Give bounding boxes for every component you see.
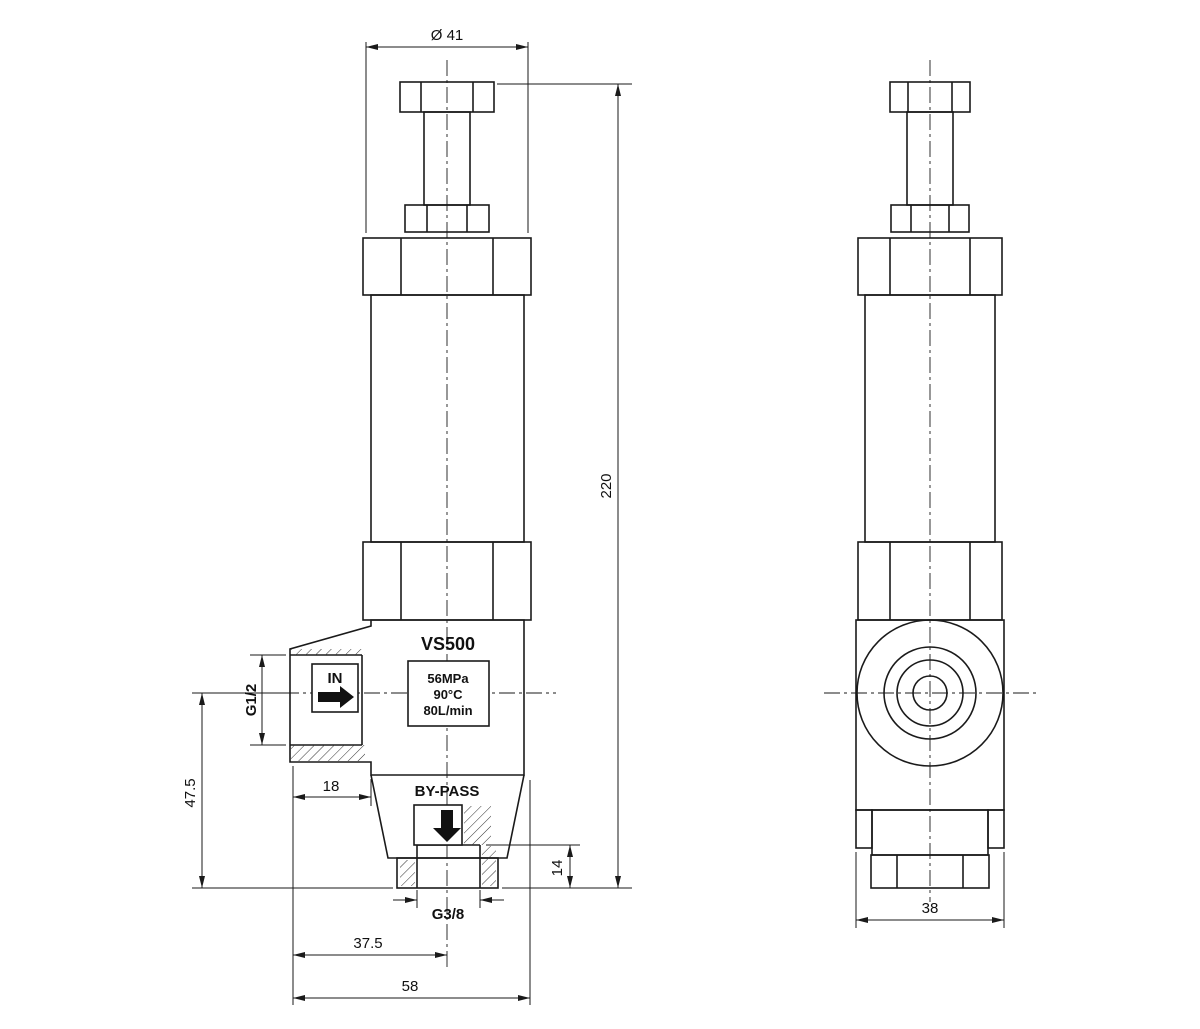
- dim-body-width: 58: [293, 780, 531, 1005]
- side-port-ring-outer: [883, 646, 977, 740]
- side-tab-right: [987, 809, 1005, 849]
- flow-in-arrow-icon: [318, 686, 354, 708]
- front-view: IN VS500 56MPa 90°C 80L/min BY-PASS: [289, 81, 532, 889]
- dim-bypass-thread: G3/8: [393, 890, 504, 923]
- side-outlet-nut: [870, 854, 990, 889]
- dim-bypass-depth: 14: [486, 844, 580, 888]
- spec-temperature: 90°C: [433, 687, 463, 702]
- outlet-nut: [396, 857, 499, 889]
- side-port-hole: [912, 675, 948, 711]
- spec-box: [407, 660, 490, 727]
- dimensions: Ø 41 220 47.5 G1/2 18: [182, 27, 1005, 1005]
- dim-bypass-offset-label: 37.5: [353, 935, 382, 952]
- side-port-boss-circle: [856, 619, 1004, 767]
- in-label: IN: [328, 670, 343, 687]
- dim-overall-height: 220: [497, 83, 632, 889]
- dim-inlet-offset-label: 18: [323, 778, 340, 795]
- bypass-arrow-box: [413, 804, 463, 846]
- dim-bypass-depth-label: 14: [549, 860, 566, 877]
- jam-nut: [404, 204, 490, 233]
- dim-inlet-thread: G1/2: [243, 654, 286, 746]
- side-port-ring-inner: [896, 659, 964, 727]
- side-view: [855, 81, 1005, 889]
- bypass-hatch-upper: [464, 806, 491, 845]
- dim-bypass-thread-label: G3/8: [432, 906, 465, 923]
- dim-inlet-offset: 18: [292, 766, 372, 1005]
- bypass-hatch-left: [400, 860, 415, 886]
- dim-inlet-height-label: 47.5: [182, 778, 199, 807]
- centerlines: [256, 60, 1036, 968]
- valve-body-outline: [289, 619, 525, 776]
- side-tab-left: [855, 809, 873, 849]
- spec-flow: 80L/min: [423, 703, 472, 718]
- dim-side-width: 38: [855, 852, 1005, 928]
- inlet-hatch-top: [291, 649, 365, 655]
- dim-inlet-thread-label: G1/2: [243, 684, 260, 717]
- inlet-hatch-bottom: [291, 745, 365, 761]
- dim-overall-height-label: 220: [598, 473, 615, 498]
- in-label-box: [311, 663, 359, 713]
- spring-tube: [370, 294, 525, 543]
- spec-pressure: 56MPa: [427, 671, 469, 686]
- dim-side-width-label: 38: [922, 900, 939, 917]
- model-label: VS500: [421, 634, 475, 654]
- bypass-label: BY-PASS: [415, 783, 480, 800]
- dim-body-width-label: 58: [402, 978, 419, 995]
- dim-bypass-offset: 37.5: [293, 935, 447, 958]
- bypass-down-arrow-icon: [433, 810, 461, 842]
- dim-top-diameter: Ø 41: [365, 27, 529, 233]
- bypass-hatch-right: [482, 846, 496, 886]
- side-jam-nut: [890, 204, 970, 233]
- dim-top-diameter-label: Ø 41: [431, 27, 464, 44]
